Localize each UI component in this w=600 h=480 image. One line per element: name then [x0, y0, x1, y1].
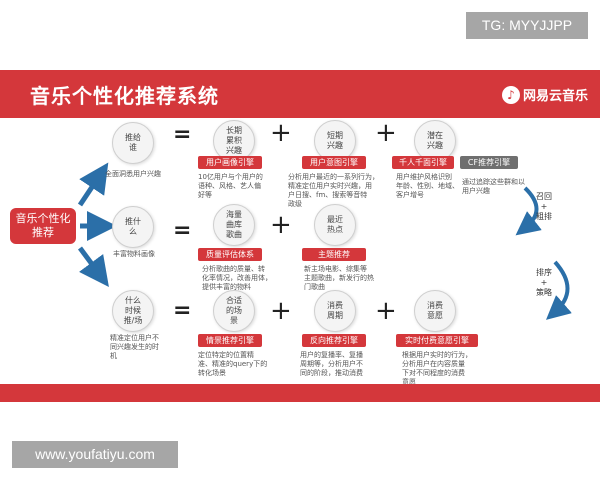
tag-realtime-pay-engine: 实时付费意愿引擎 — [396, 334, 478, 347]
tag-user-profile-engine: 用户画像引擎 — [198, 156, 262, 169]
node-what-desc: 丰富物料画像 — [113, 250, 155, 258]
plus-row3-a: + — [270, 296, 292, 326]
netease-music-icon: ♪ — [502, 86, 520, 104]
desc-user-profile: 10亿用户与个用户的 语种、风格、艺人偏 好等 — [198, 173, 263, 199]
label-recall-coarse: 召回 + 粗排 — [536, 192, 552, 221]
node-what: 推什 么 — [112, 206, 154, 248]
desc-personalized: 用户维护风格识别 年龄、性别、地域、 客户增号 — [396, 173, 459, 199]
node-who: 推给 谁 — [112, 122, 154, 164]
curve-arrow-top — [515, 186, 542, 236]
tag-theme-recommend: 主题推荐 — [302, 248, 366, 261]
root-node: 音乐个性化 推荐 — [10, 208, 76, 244]
equals-row3: = — [173, 298, 192, 323]
arrow-to-who — [77, 162, 109, 207]
equals-row1: = — [173, 122, 192, 147]
curve-arrow-bottom — [545, 260, 572, 320]
circle-suitable-scene: 合适 的场 景 — [213, 290, 255, 332]
circle-long-term-interest: 长期 累积 兴趣 — [213, 120, 255, 162]
plus-row1-b: + — [375, 118, 397, 148]
watermark-top: TG: MYYJJPP — [466, 12, 588, 39]
equals-row2: = — [173, 218, 192, 243]
desc-reverse: 用户的复播率、复播 周期等，分析用户不 同的阶段，推动消费 — [300, 351, 363, 377]
desc-cf: 通过追踪这些群和以 用户兴趣 — [462, 178, 525, 195]
tag-user-intent-engine: 用户意图引擎 — [302, 156, 366, 169]
node-when: 什么 时候 推/场 — [112, 290, 154, 332]
page-title: 音乐个性化推荐系统 — [30, 84, 219, 108]
circle-consume-willingness: 消费 意愿 — [414, 290, 456, 332]
desc-realtime-pay: 根据用户实时的行为， 分析用户在内容质量 下对不同程度的消费 意愿 — [402, 351, 472, 386]
circle-short-term-interest: 短期 兴趣 — [314, 120, 356, 162]
arrow-to-when — [77, 246, 109, 288]
tag-scene-engine: 情景推荐引擎 — [198, 334, 262, 347]
plus-row3-b: + — [375, 296, 397, 326]
desc-quality-eval: 分析歌曲的质量、转 化率情况，改善用体， 提供丰富的物料 — [202, 265, 272, 291]
circle-recent-hotspot: 最近 热点 — [314, 204, 356, 246]
circle-music-library: 海量 曲库 歌曲 — [213, 204, 255, 246]
logo-text: 网易云音乐 — [523, 89, 589, 104]
tag-cf-engine: CF推荐引擎 — [460, 156, 518, 169]
tag-quality-eval: 质量评估体系 — [198, 248, 262, 261]
plus-row2: + — [270, 210, 292, 240]
desc-theme-recommend: 新主场电影、综集等 主题歌曲，新发行的热 门歌曲 — [304, 265, 374, 291]
label-sort-strategy: 排序 + 策略 — [536, 268, 552, 297]
footer-band — [0, 384, 600, 402]
header-bar — [0, 70, 600, 118]
plus-row1-a: + — [270, 118, 292, 148]
circle-consume-cycle: 消费 周期 — [314, 290, 356, 332]
node-when-desc: 精准定位用户不 同兴趣发生的时 机 — [110, 334, 159, 360]
node-who-desc: 全面洞悉用户兴趣 — [105, 170, 161, 178]
desc-scene: 定位特定的位置精 准、精准的query下的 转化场景 — [198, 351, 268, 377]
circle-potential-interest: 潜在 兴趣 — [414, 120, 456, 162]
tag-reverse-engine: 反向推荐引擎 — [302, 334, 366, 347]
watermark-bottom: www.youfatiyu.com — [12, 441, 178, 468]
tag-personalized-engine: 千人千面引擎 — [392, 156, 454, 169]
desc-user-intent: 分析用户最近的一系列行为， 精准定位用户实时兴趣，用 户日搜、fm、搜索等音特 … — [288, 173, 379, 208]
